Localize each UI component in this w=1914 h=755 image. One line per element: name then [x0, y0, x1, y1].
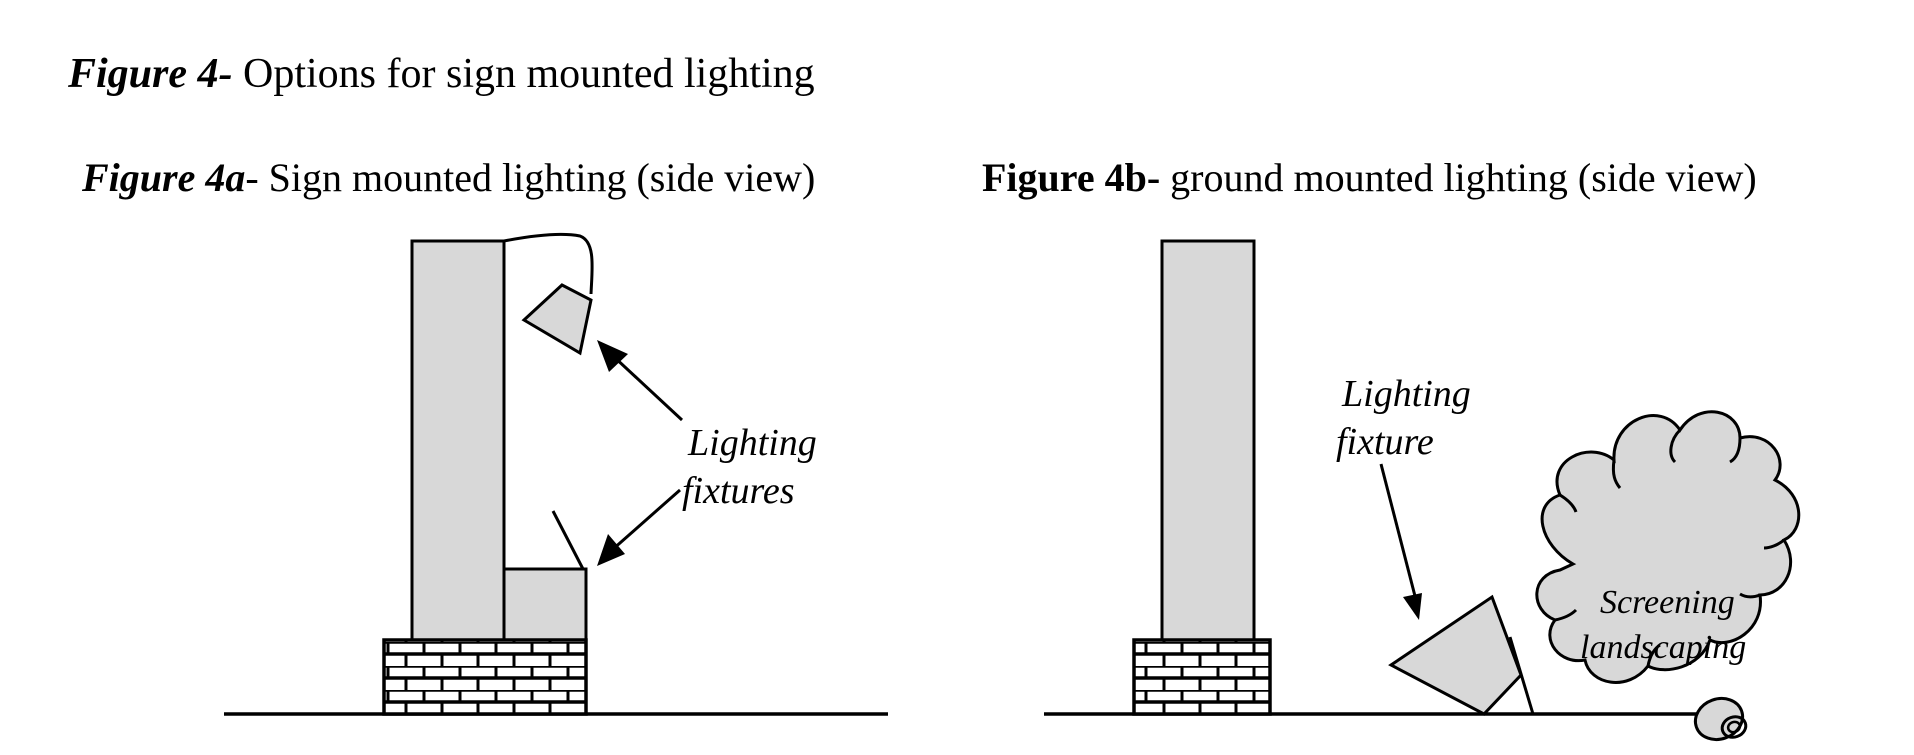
- panel-a-arrowhead-lower-icon: [597, 534, 625, 566]
- panel-a-fixture-arm: [503, 232, 594, 295]
- panel-a-arrow-upper: [610, 353, 684, 422]
- panel-a-title-prefix: Figure 4a: [82, 155, 246, 200]
- panel-a-title-text: - Sign mounted lighting (side view): [245, 155, 816, 200]
- panel-b-cloud-detail: [1611, 459, 1622, 489]
- panel-b-title: Figure 4b- ground mounted lighting (side…: [982, 158, 1757, 198]
- panel-b-cloud-detail: [1739, 592, 1761, 599]
- panel-b-cloud-scroll-icon: [1693, 696, 1748, 742]
- panel-b-title-text: ground mounted lighting (side view): [1160, 155, 1757, 200]
- panel-a-upper-fixture: [521, 283, 593, 356]
- panel-a-label-line1: Lighting: [687, 422, 817, 464]
- panel-b-label-line1: Lighting: [1341, 373, 1471, 415]
- panel-a-brick-base: [382, 638, 588, 716]
- panel-b-drawing: Lighting fixture Screening landscaping: [1044, 239, 1801, 742]
- panel-a-drawing: Lighting fixtures: [224, 232, 888, 716]
- panel-b-landscaping-cloud: [1535, 410, 1801, 684]
- panel-b-ground-fixture: [1388, 594, 1523, 716]
- panel-b-brick-base: [1132, 638, 1272, 716]
- panel-a-label-line2: fixtures: [682, 470, 795, 512]
- panel-a-lower-fixture-lid: [551, 510, 585, 570]
- figure-title-text: Options for sign mounted lighting: [232, 51, 815, 97]
- figure-title-prefix: Figure 4-: [68, 51, 233, 97]
- figure-title: Figure 4- Options for sign mounted light…: [68, 53, 815, 95]
- panel-b-fixture-stake: [1508, 636, 1535, 715]
- panel-a-title: Figure 4a- Sign mounted lighting (side v…: [82, 158, 815, 198]
- panel-b-cloud-detail: [1646, 643, 1661, 667]
- panel-b-sign-panel: [1160, 239, 1256, 643]
- panel-b-arrow: [1379, 463, 1418, 601]
- panel-a-arrow-lower: [611, 488, 681, 552]
- panel-b-cloud-detail: [1559, 493, 1578, 513]
- panel-b-arrowhead-icon: [1403, 593, 1422, 620]
- panel-b-label-line2: fixture: [1336, 421, 1434, 463]
- panel-a-lower-fixture-housing: [502, 567, 588, 643]
- panel-b-screening-line2: landscaping: [1580, 629, 1746, 666]
- panel-a-sign-panel: [410, 239, 506, 643]
- panel-b-title-prefix: Figure 4b-: [982, 155, 1161, 200]
- panel-b-cloud-detail: [1554, 608, 1578, 622]
- panel-a-arrowhead-upper-icon: [597, 340, 628, 372]
- panel-b-cloud-detail: [1729, 437, 1742, 464]
- panel-b-cloud-detail: [1669, 428, 1682, 464]
- panel-b-screening-line1: Screening: [1600, 584, 1735, 621]
- panel-b-cloud-detail: [1763, 538, 1785, 550]
